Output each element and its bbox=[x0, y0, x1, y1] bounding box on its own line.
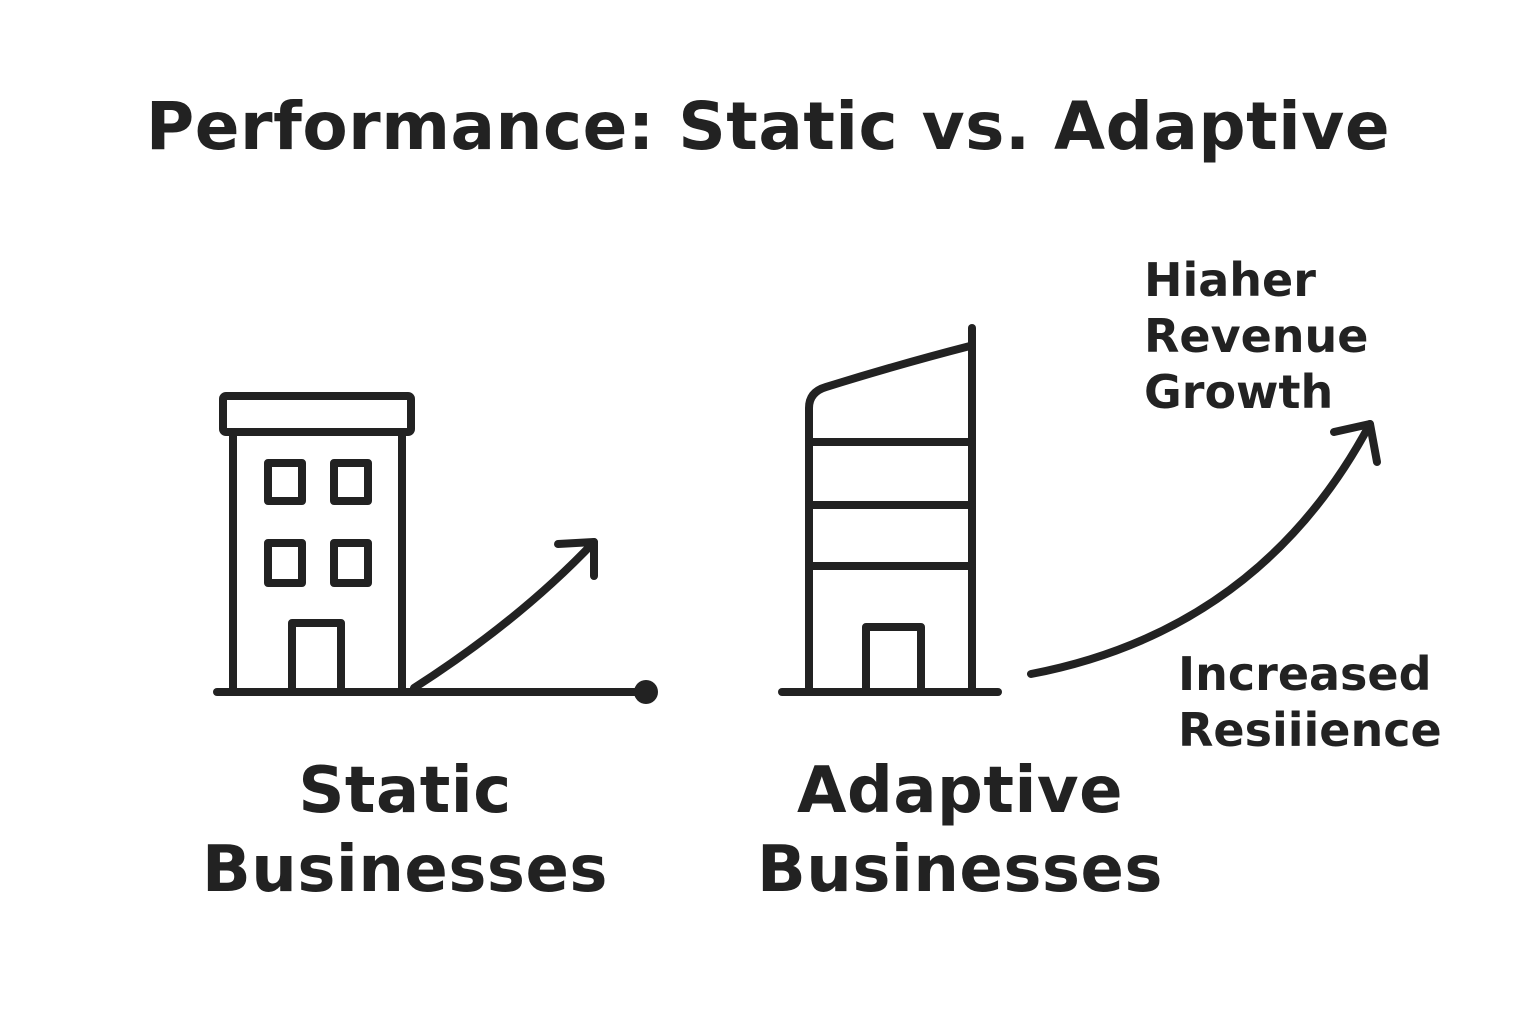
adaptive-building-door bbox=[862, 623, 925, 694]
modest-growth-arrow-curve bbox=[410, 538, 598, 692]
annotation-line: Hiaher bbox=[1144, 253, 1316, 307]
static-label-line: Businesses bbox=[201, 833, 609, 908]
static-building-window bbox=[264, 539, 306, 587]
static-businesses-label: Static Businesses bbox=[170, 752, 640, 911]
annotation-line: Revenue bbox=[1144, 309, 1369, 364]
static-label-line: Static bbox=[298, 754, 512, 828]
resilience-annotation: Increased Resiiience bbox=[1178, 646, 1442, 758]
adaptive-building-outline bbox=[805, 342, 974, 694]
revenue-growth-annotation: Hiaher Revenue Growth bbox=[1144, 252, 1369, 420]
adaptive-businesses-label: Adaptive Businesses bbox=[730, 752, 1190, 911]
annotation-line: Growth bbox=[1144, 365, 1334, 420]
modest-growth-arrow-icon bbox=[410, 538, 598, 692]
adaptive-label-line: Businesses bbox=[756, 833, 1164, 908]
steep-growth-arrow-icon bbox=[1027, 420, 1381, 678]
adaptive-building-icon bbox=[778, 324, 1002, 696]
static-building-icon bbox=[219, 392, 415, 694]
steep-growth-arrow-curve bbox=[1027, 420, 1374, 678]
static-ground-end-dot bbox=[634, 680, 658, 704]
diagram-title: Performance: Static vs. Adaptive bbox=[145, 88, 1391, 165]
annotation-line: Increased bbox=[1178, 647, 1432, 701]
static-building-window bbox=[264, 459, 306, 505]
steep-growth-arrow-head bbox=[1330, 420, 1381, 466]
static-building-roof bbox=[219, 392, 415, 436]
adaptive-label-line: Adaptive bbox=[797, 754, 1123, 828]
static-building-window bbox=[330, 459, 372, 505]
modest-growth-arrow-head bbox=[554, 538, 598, 580]
static-building-door bbox=[288, 619, 345, 694]
annotation-line: Resiiience bbox=[1178, 703, 1442, 758]
static-building-window bbox=[330, 539, 372, 587]
